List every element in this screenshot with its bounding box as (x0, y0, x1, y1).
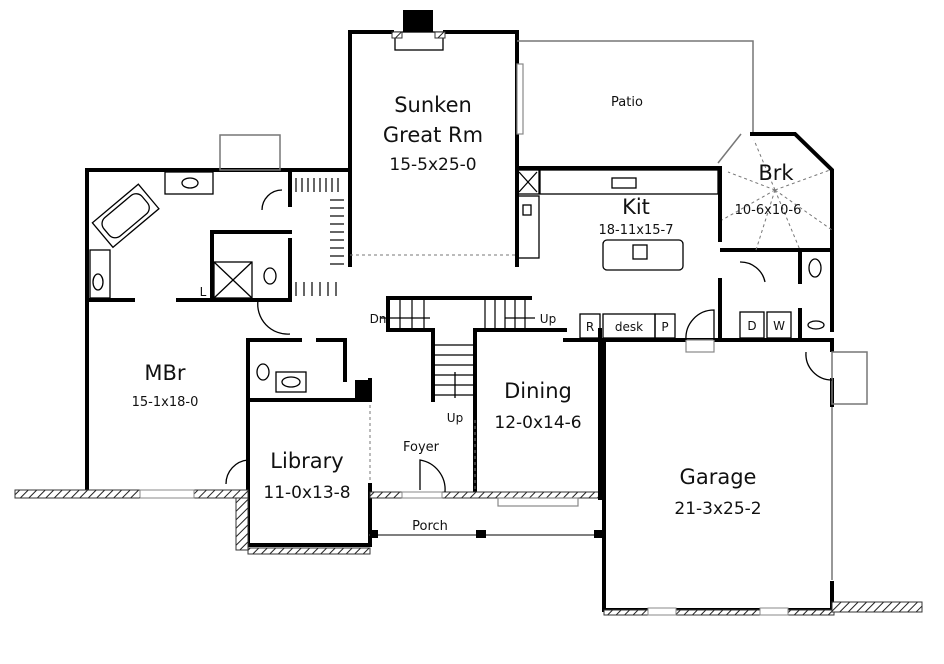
master-toilet (263, 267, 277, 285)
master-suite (85, 134, 352, 492)
half-bath-toilet (256, 363, 270, 381)
refrigerator (579, 313, 601, 339)
front-walls (369, 328, 606, 538)
patio-door (516, 63, 524, 135)
garage-label: Garage (680, 465, 757, 489)
stair-up-label: Up (447, 411, 463, 425)
foyer-label: Foyer (403, 440, 440, 455)
staircase (380, 296, 567, 492)
library (225, 299, 372, 555)
bathtub (91, 183, 160, 249)
dryer (739, 311, 765, 339)
half-bath-sink (275, 371, 307, 393)
stair-up-right-label: Up (540, 312, 556, 326)
pantry-closet (516, 169, 540, 195)
chimney (403, 10, 433, 32)
kitchen (515, 166, 722, 271)
library-label: Library (270, 449, 343, 473)
kitchen-counter (539, 169, 719, 195)
great-room-dims: 15-5x25-0 (389, 155, 476, 175)
pantry (654, 313, 676, 339)
toilet (808, 258, 822, 278)
great-room-label-1: Sunken (394, 93, 472, 117)
master-bedroom-label: MBr (144, 361, 186, 385)
breakfast-nook (717, 132, 834, 332)
great-room-label-2: Great Rm (383, 123, 483, 147)
kitchen-bottom-counter (563, 309, 722, 353)
linen-label: L (200, 285, 207, 299)
kitchen-sink (611, 177, 637, 189)
dining-label: Dining (504, 379, 572, 403)
garage (602, 338, 923, 616)
washer (766, 311, 792, 339)
shower (213, 261, 253, 299)
garage-dims: 21-3x25-2 (674, 499, 761, 519)
breakfast-dims: 10-6x10-6 (735, 203, 802, 218)
breakfast-label: Brk (758, 161, 794, 185)
master-bedroom-dims: 15-1x18-0 (132, 395, 199, 410)
dining-dims: 12-0x14-6 (494, 413, 581, 433)
kitchen-label: Kit (622, 195, 650, 219)
desk-label: desk (615, 320, 643, 334)
library-dims: 11-0x13-8 (263, 483, 350, 503)
porch-label: Porch (412, 519, 448, 534)
stair-down-label: Dn (370, 312, 387, 326)
dryer-label: D (747, 319, 756, 333)
refrigerator-wall (516, 195, 540, 259)
washer-label: W (773, 319, 785, 333)
patio-label: Patio (611, 95, 643, 110)
patio (517, 40, 754, 133)
master-vanity (164, 171, 214, 195)
kitchen-island (602, 239, 684, 271)
laundry-sink (807, 320, 825, 330)
kitchen-dims: 18-11x15-7 (599, 223, 674, 238)
pantry-label: P (661, 320, 668, 334)
refrigerator-label: R (586, 320, 594, 334)
master-front-wall (14, 489, 249, 499)
hearth (394, 31, 444, 51)
